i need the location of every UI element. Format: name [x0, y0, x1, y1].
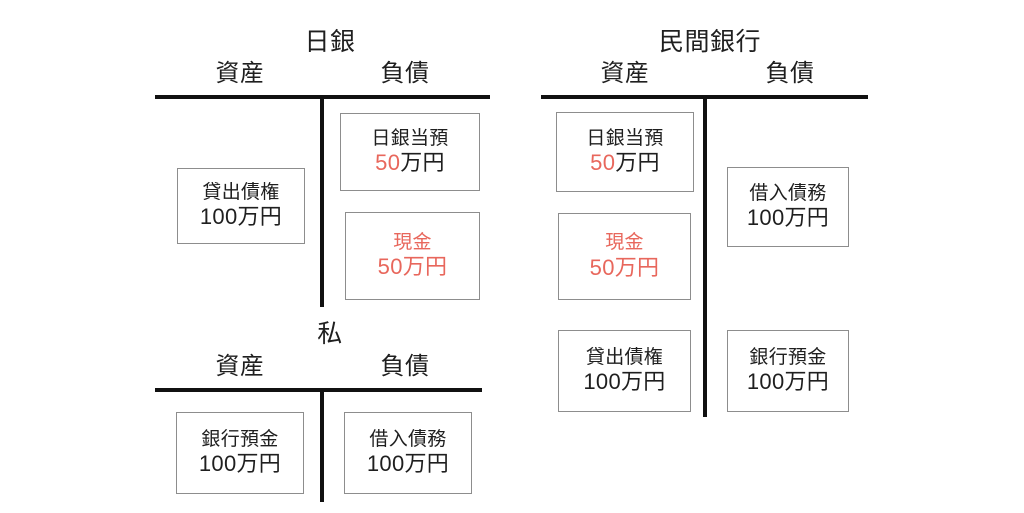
bs-item-amount-unit: 万円 [615, 150, 660, 175]
bs-item-amount-number: 100 [199, 204, 238, 229]
bs-item-label: 日銀当預 [586, 127, 664, 149]
bs-item-amount-unit: 万円 [236, 451, 282, 476]
bs-item-label: 貸出債権 [202, 181, 280, 203]
bs-item-me-asset-bank-deposit: 銀行預金 100万円 [176, 412, 304, 494]
panel-title-me: 私 [317, 320, 343, 348]
bs-item-amount-unit: 万円 [402, 254, 448, 279]
panel-divider-vertical-boj [320, 99, 324, 307]
panel-title-private-bank: 民間銀行 [658, 28, 761, 56]
bs-item-label: 借入債務 [369, 428, 447, 450]
bs-item-label: 貸出債権 [585, 346, 664, 368]
bs-item-label: 現金 [393, 231, 432, 253]
bs-item-amount-unit: 万円 [621, 369, 666, 394]
bs-item-bank-liability-borrowing-debt: 借入債務 100万円 [727, 167, 849, 247]
bs-item-amount: 100万円 [199, 451, 281, 477]
bs-item-label: 銀行預金 [749, 346, 827, 368]
bs-item-amount: 50万円 [375, 150, 445, 176]
bs-item-amount: 100万円 [747, 369, 829, 395]
bs-item-me-liability-borrowing-debt: 借入債務 100万円 [344, 412, 472, 494]
column-header-assets-me: 資産 [215, 353, 265, 380]
panel-title-boj: 日銀 [304, 28, 356, 56]
bs-item-boj-liability-boj-current-account: 日銀当預 50万円 [340, 113, 480, 191]
bs-item-amount-unit: 万円 [784, 205, 830, 230]
bs-item-boj-asset-loan-claim: 貸出債権 100万円 [177, 168, 305, 244]
column-header-assets-boj: 資産 [215, 60, 265, 87]
bs-item-bank-asset-cash: 現金 50万円 [558, 213, 691, 300]
bs-item-amount-number: 100 [746, 205, 785, 230]
bs-item-amount-number: 100 [366, 451, 405, 476]
bs-item-amount: 100万円 [747, 205, 829, 231]
panel-divider-horizontal-private-bank [541, 95, 868, 99]
bs-item-amount-unit: 万円 [400, 150, 445, 175]
bs-item-amount-number: 50 [589, 254, 615, 280]
panel-divider-vertical-private-bank [703, 99, 707, 417]
panel-divider-vertical-me [320, 392, 324, 502]
bs-item-amount-number: 100 [746, 369, 785, 394]
bs-item-amount: 50万円 [590, 255, 660, 281]
bs-item-label: 日銀当預 [371, 127, 449, 149]
bs-item-amount: 50万円 [590, 150, 660, 176]
bs-item-amount-number: 50 [375, 150, 401, 175]
bs-item-amount-unit: 万円 [614, 254, 660, 280]
bs-item-amount-unit: 万円 [784, 369, 830, 394]
bs-item-amount-unit: 万円 [404, 451, 450, 476]
bs-item-amount-number: 100 [198, 451, 237, 476]
bs-item-bank-liability-bank-deposit: 銀行預金 100万円 [727, 330, 849, 412]
bs-item-amount: 100万円 [583, 369, 665, 395]
column-header-liabilities-boj: 負債 [380, 60, 430, 87]
bs-item-label: 借入債務 [749, 182, 827, 204]
column-header-liabilities-private-bank: 負債 [765, 60, 815, 87]
bs-item-amount-unit: 万円 [237, 204, 283, 229]
bs-item-label: 銀行預金 [201, 428, 279, 450]
bs-item-amount: 100万円 [200, 204, 282, 230]
bs-item-amount: 50万円 [378, 254, 448, 280]
panel-divider-horizontal-me [155, 388, 482, 392]
panel-divider-horizontal-boj [155, 95, 490, 99]
column-header-assets-private-bank: 資産 [600, 60, 650, 87]
bs-item-amount-number: 50 [590, 150, 616, 175]
bs-item-amount-number: 100 [583, 369, 621, 394]
bs-item-amount: 100万円 [367, 451, 449, 477]
bs-item-boj-liability-cash: 現金 50万円 [345, 212, 480, 300]
bs-item-bank-asset-boj-current-account: 日銀当預 50万円 [556, 112, 694, 192]
bs-item-label: 現金 [605, 232, 644, 254]
bs-item-amount-number: 50 [377, 254, 403, 279]
bs-item-bank-asset-loan-claim: 貸出債権 100万円 [558, 330, 691, 412]
column-header-liabilities-me: 負債 [380, 353, 430, 380]
